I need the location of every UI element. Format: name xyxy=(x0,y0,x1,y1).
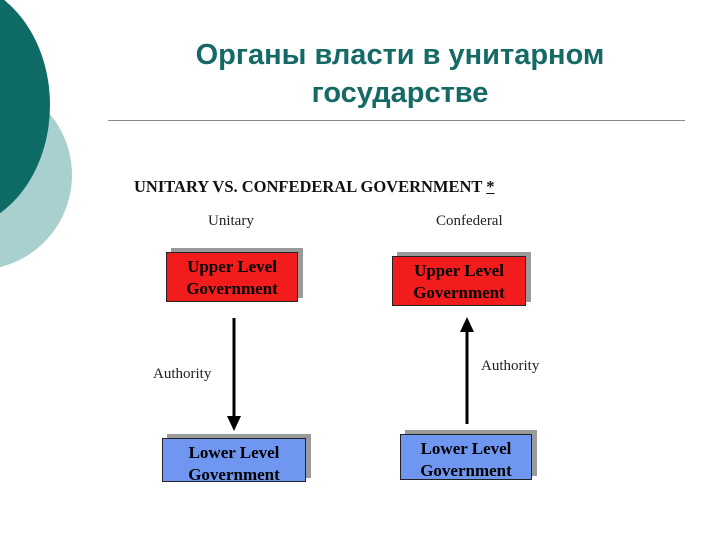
confederal-arrow-up xyxy=(460,317,474,424)
confederal-upper-line1: Upper Level xyxy=(414,261,504,280)
unitary-upper-line1: Upper Level xyxy=(187,257,277,276)
confederal-label: Confederal xyxy=(436,213,503,229)
unitary-lower-box: Lower Level Government xyxy=(162,438,306,484)
unitary-authority-label: Authority xyxy=(153,366,212,382)
figure-title-mark: * xyxy=(486,177,495,196)
title-divider xyxy=(108,120,685,121)
confederal-lower-box: Lower Level Government xyxy=(400,434,532,480)
decorative-circles xyxy=(0,0,120,300)
figure-title-text: UNITARY VS. CONFEDERAL GOVERNMENT xyxy=(134,177,483,196)
slide-title: Органы власти в унитарном государстве xyxy=(110,36,690,112)
unitary-upper-line2: Government xyxy=(186,279,278,298)
unitary-arrow-down xyxy=(227,318,241,431)
unitary-upper-box: Upper Level Government xyxy=(166,252,298,302)
confederal-upper-box: Upper Level Government xyxy=(392,256,526,306)
slide-title-line2: государстве xyxy=(311,77,489,109)
unitary-lower-line1: Lower Level xyxy=(188,443,280,462)
confederal-lower-line2: Government xyxy=(420,461,512,480)
unitary-arrow-head xyxy=(227,416,241,431)
unitary-lower-line2: Government xyxy=(188,465,280,484)
confederal-arrow-head xyxy=(460,317,474,332)
slide-title-line1: Органы власти в унитарном xyxy=(195,39,605,71)
confederal-authority-label: Authority xyxy=(481,358,540,374)
unitary-label: Unitary xyxy=(208,213,254,229)
confederal-upper-line2: Government xyxy=(413,283,505,302)
confederal-lower-line1: Lower Level xyxy=(420,439,512,458)
figure-title: UNITARY VS. CONFEDERAL GOVERNMENT * xyxy=(134,177,494,197)
